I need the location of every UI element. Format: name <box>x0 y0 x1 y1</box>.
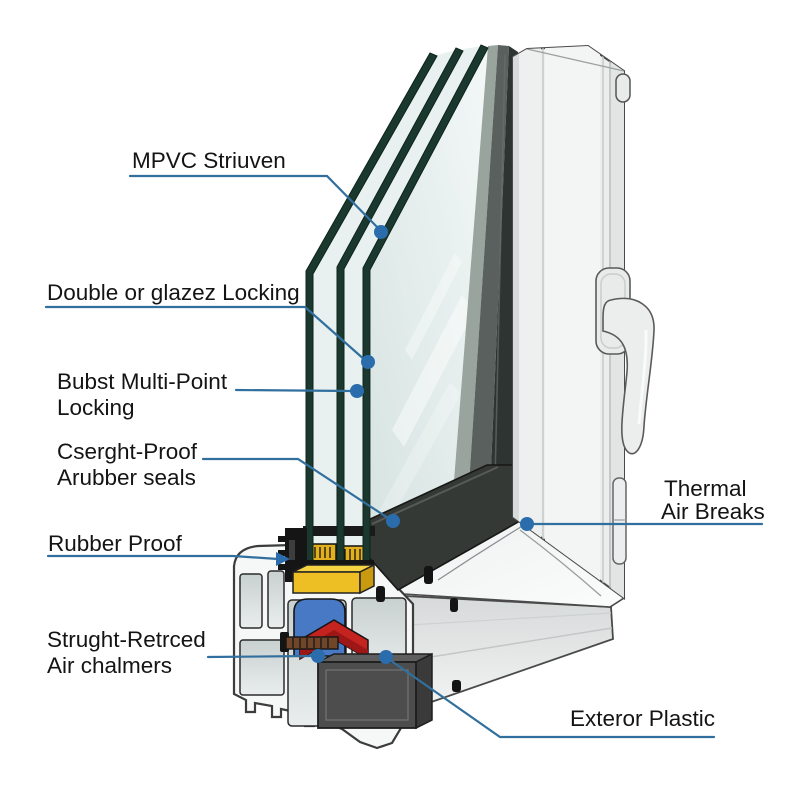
leader-dot <box>350 384 364 398</box>
leader-dot <box>374 225 388 239</box>
seal-clip <box>424 566 433 584</box>
label-air-chambers: Strught-Retrced Air chalmers <box>47 627 325 678</box>
sash-highlight-line <box>494 54 506 481</box>
leader-dot <box>520 517 534 531</box>
label-text: Bubst Multi-Point <box>57 369 228 394</box>
label-draught-proof-seals: Cserght-Proof Arubber seals <box>57 439 400 528</box>
window-handle <box>595 267 655 455</box>
leader-line <box>206 654 313 659</box>
sash-band-light <box>452 45 498 506</box>
leader-dot <box>379 650 393 664</box>
sill-ridge-line <box>519 529 602 597</box>
air-chamber <box>267 570 285 629</box>
sill-beam-edge-line <box>411 627 613 661</box>
label-thermal-air-breaks: Thermal Air Breaks <box>520 476 765 531</box>
leader-dot <box>386 514 400 528</box>
label-exterior-plastic: Exteror Plastic <box>379 650 716 739</box>
hinge-peg <box>615 73 631 103</box>
leader-dot <box>311 649 325 663</box>
label-multi-point-locking: Bubst Multi-Point Locking <box>57 369 364 420</box>
label-text: Exteror Plastic <box>570 706 715 731</box>
label-text: Thermal <box>664 476 747 501</box>
sash-band-dark <box>490 46 527 517</box>
glass-reflection <box>392 295 474 447</box>
air-chamber <box>239 639 285 696</box>
seal-clip <box>450 598 458 612</box>
air-chamber <box>239 573 263 629</box>
label-text: Air Breaks <box>661 499 765 524</box>
seal-clip <box>452 680 461 692</box>
sill-ridge-line <box>437 524 525 581</box>
label-text: MPVC Striuven <box>132 148 286 173</box>
label-text: Rubber Proof <box>48 531 183 556</box>
steel-reinforcement-box <box>317 652 433 730</box>
handle-highlight <box>637 329 648 425</box>
leader-line <box>44 305 368 363</box>
glass-face <box>344 46 482 568</box>
frame-jamb <box>512 44 655 600</box>
label-text: Arubber seals <box>57 465 196 490</box>
leader-line <box>201 457 393 522</box>
label-text: Cserght-Proof <box>57 439 198 464</box>
glass-face <box>371 46 488 519</box>
jamb-bracket <box>612 477 627 565</box>
annotations: MPVC Striuven Double or glazez Locking B… <box>44 148 765 739</box>
brush-seal <box>280 632 339 652</box>
leader-line <box>128 174 382 232</box>
sash-band-mid <box>468 45 509 499</box>
leader-line <box>234 388 353 393</box>
label-rubber-proof: Rubber Proof <box>46 531 290 566</box>
leader-line <box>388 658 716 739</box>
label-text: Locking <box>57 395 135 420</box>
label-text: Air chalmers <box>47 653 172 678</box>
seal-clip <box>376 586 385 602</box>
glazing-internals <box>278 528 461 730</box>
sill-beam-edge-line <box>408 612 612 626</box>
label-text: Strught-Retrced <box>47 627 206 652</box>
label-double-glazez-locking: Double or glazez Locking <box>44 280 375 369</box>
glazing-packer-yellow <box>292 563 375 595</box>
leader-line <box>46 554 280 561</box>
glass-reflection <box>376 382 461 528</box>
leader-dot <box>361 355 375 369</box>
label-text: Double or glazez Locking <box>47 280 300 305</box>
leader-arrowhead <box>276 552 290 566</box>
label-mpvc-striuven: MPVC Striuven <box>128 148 388 239</box>
glass-reflection <box>405 253 462 360</box>
